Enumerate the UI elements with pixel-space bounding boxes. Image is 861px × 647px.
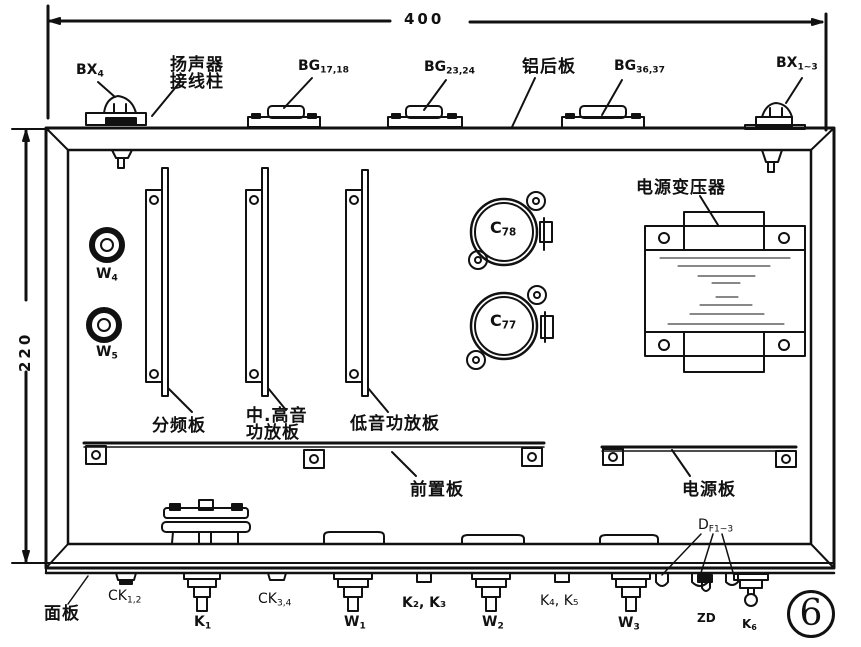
leader-df1-3 bbox=[661, 533, 735, 577]
label-crossover-board: 分频板 bbox=[152, 416, 206, 436]
k4-k5-switch bbox=[554, 572, 570, 583]
label-zd: ZD bbox=[697, 611, 716, 625]
tray-bump-2 bbox=[461, 534, 525, 545]
bg36-37-transistor bbox=[561, 105, 645, 129]
bx4-fuse-holder bbox=[85, 95, 147, 126]
w5-potentiometer bbox=[86, 307, 122, 343]
label-c77: C77 bbox=[490, 311, 517, 332]
label-df1-3: DF1~3 bbox=[698, 517, 734, 535]
label-ck1-2: CK1,2 bbox=[108, 588, 142, 606]
tray-bump-1 bbox=[323, 531, 385, 545]
leader-bg23-24 bbox=[423, 79, 447, 111]
label-bx4: BX4 bbox=[76, 62, 104, 80]
ck3-4-jack bbox=[267, 572, 287, 581]
power-board bbox=[600, 445, 798, 468]
power-transformer bbox=[644, 211, 806, 373]
leader-bg17-18 bbox=[283, 77, 313, 109]
label-c78: C78 bbox=[490, 218, 517, 239]
dimension-height-label: 220 bbox=[16, 331, 34, 372]
label-w1: W1 bbox=[344, 614, 366, 632]
label-k4-k5: K₄, K₅ bbox=[540, 593, 579, 609]
label-ck3-4: CK3,4 bbox=[258, 591, 292, 609]
k1-knob bbox=[183, 572, 221, 612]
rear-mount-left bbox=[111, 149, 133, 169]
mid-high-amp-board bbox=[245, 167, 269, 397]
leader-speaker-terminal bbox=[151, 81, 181, 117]
bx1-3-fuse-holder bbox=[744, 102, 806, 130]
label-speaker-terminal: 扬声器接线柱 bbox=[170, 55, 224, 92]
dimension-width-label: 400 bbox=[404, 10, 445, 28]
label-preamp-board: 前置板 bbox=[410, 480, 464, 500]
leader-crossover bbox=[167, 387, 193, 413]
dimension-height-220 bbox=[11, 128, 49, 564]
label-bg23-24: BG23,24 bbox=[424, 59, 475, 77]
leader-panel bbox=[67, 575, 89, 605]
w1-knob bbox=[333, 572, 373, 612]
leader-power-board bbox=[671, 449, 691, 477]
df3-led bbox=[725, 572, 739, 586]
zd-zener-lamp bbox=[691, 572, 713, 592]
leader-mid-high bbox=[267, 387, 287, 411]
leader-transformer bbox=[699, 195, 719, 226]
label-bx1-3: BX1~3 bbox=[776, 55, 818, 73]
k2-k3-switch bbox=[416, 572, 432, 583]
c77-capacitor bbox=[466, 285, 554, 370]
label-bg36-37: BG36,37 bbox=[614, 58, 665, 76]
label-w2: W2 bbox=[482, 614, 504, 632]
label-w5: W5 bbox=[96, 344, 118, 362]
w3-knob bbox=[611, 572, 651, 612]
dimension-width-400 bbox=[46, 4, 828, 132]
k6-power-switch bbox=[733, 573, 769, 607]
leader-preamp bbox=[391, 451, 417, 477]
label-w3: W3 bbox=[618, 615, 640, 633]
label-front-panel: 面板 bbox=[44, 604, 80, 624]
crossover-board bbox=[145, 167, 169, 397]
df1-led bbox=[655, 572, 669, 587]
bg23-24-transistor bbox=[387, 105, 463, 128]
rear-mount-right bbox=[761, 149, 783, 173]
label-mid-high-amp-board: 中.高音功放板 bbox=[246, 406, 308, 443]
c78-capacitor bbox=[468, 191, 553, 270]
ck1-2-jack bbox=[115, 572, 137, 585]
leader-bg36-37 bbox=[601, 79, 623, 116]
label-k1: K1 bbox=[194, 614, 212, 632]
k1-switch-bank bbox=[161, 499, 251, 544]
label-aluminum-rear-plate: 铝后板 bbox=[522, 57, 576, 77]
leader-bx4 bbox=[97, 81, 116, 98]
w2-knob bbox=[471, 572, 511, 612]
figure-number-badge: 6 bbox=[787, 590, 835, 638]
label-bg17-18: BG17,18 bbox=[298, 58, 349, 76]
label-bass-amp-board: 低音功放板 bbox=[350, 414, 440, 434]
leader-bass bbox=[367, 387, 389, 413]
w4-potentiometer bbox=[89, 227, 125, 263]
label-power-transformer: 电源变压器 bbox=[636, 178, 726, 198]
tray-bump-3 bbox=[599, 534, 659, 545]
leader-aluminum-plate bbox=[511, 77, 536, 128]
bg17-18-transistor bbox=[247, 105, 321, 128]
label-power-board: 电源板 bbox=[682, 480, 736, 500]
leader-bx1-3 bbox=[785, 77, 803, 104]
preamp-board bbox=[82, 441, 546, 469]
label-k2-k3: K₂, K₃ bbox=[402, 595, 447, 611]
label-k6: K6 bbox=[742, 617, 757, 632]
label-w4: W4 bbox=[96, 266, 118, 284]
bass-amp-board bbox=[345, 169, 369, 397]
